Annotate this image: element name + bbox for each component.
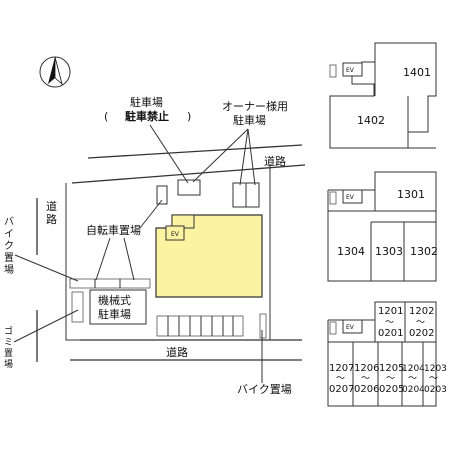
unit-1205-tilde: ～ <box>386 374 395 384</box>
leader-bicycle-1 <box>95 237 111 281</box>
unit-1202-bot: 0202 <box>409 328 434 339</box>
floor-13-plan <box>327 171 437 282</box>
unit-1203-top: 1203 <box>424 364 447 374</box>
unit-1204-tilde: ～ <box>408 374 417 384</box>
parking-prohibited-label: 駐車禁止 <box>125 109 169 123</box>
owner-parking-line1: オーナー様用 <box>222 99 288 113</box>
unit-1205-top: 1205 <box>379 363 404 374</box>
unit-1202-tilde: ～ <box>416 318 425 328</box>
site-boundary <box>65 165 271 341</box>
svg-text:場: 場 <box>4 263 14 276</box>
parking-space-prohibited <box>177 179 201 196</box>
svg-text:ミ: ミ <box>4 338 13 348</box>
leader-bicycle-2 <box>123 237 135 281</box>
unit-1207-tilde: ～ <box>336 374 345 384</box>
svg-text:置: 置 <box>4 252 14 264</box>
parking-title: 駐車場 <box>130 95 163 109</box>
bike-left-label: バ イ ク 置 場 <box>4 216 14 276</box>
bike-bottom-label: バイク置場 <box>237 383 292 396</box>
mechanical-parking-line2: 駐車場 <box>98 307 131 321</box>
unit-1201-tilde: ～ <box>385 318 394 328</box>
mechanical-parking <box>89 289 147 325</box>
unit-1203-tilde: ～ <box>429 374 438 384</box>
leader-bike-left <box>14 254 79 282</box>
floor14-ev: EV <box>346 67 355 74</box>
leader-owner-1 <box>192 128 249 183</box>
unit-1204-bot: 0204 <box>402 385 425 395</box>
bike-parking-bottom-area <box>259 313 267 339</box>
road-left-char2: 路 <box>46 213 57 226</box>
floor13-ev: EV <box>346 194 355 201</box>
unit-1203-bot: 0203 <box>424 385 447 395</box>
road-top-label: 道路 <box>264 154 286 168</box>
bicycle-parking-strip <box>69 278 151 289</box>
unit-1402: 1402 <box>357 114 385 127</box>
paren-close: ) <box>187 110 191 123</box>
leader-owner-3 <box>247 128 256 186</box>
unit-1301: 1301 <box>397 188 425 201</box>
svg-text:置: 置 <box>4 348 13 359</box>
owner-parking-line2: 駐車場 <box>233 113 266 127</box>
floor2-ev: EV <box>346 324 355 331</box>
unit-1401: 1401 <box>403 66 431 79</box>
trash-area <box>71 291 84 323</box>
bottom-parking-row <box>156 315 244 337</box>
unit-1206-top: 1206 <box>354 363 379 374</box>
svg-text:イ: イ <box>4 229 14 240</box>
unit-1202-top: 1202 <box>409 306 434 317</box>
trash-label: ゴ ミ 置 場 <box>4 325 13 370</box>
unit-1206-tilde: ～ <box>361 374 370 384</box>
road-left-char1: 道 <box>46 199 57 213</box>
leader-bicycle-3 <box>139 199 163 229</box>
floor-14-plan <box>329 42 437 149</box>
svg-text:場: 場 <box>4 358 13 370</box>
svg-text:ク: ク <box>4 240 14 252</box>
svg-text:バ: バ <box>4 216 14 228</box>
svg-text:ゴ: ゴ <box>4 325 13 337</box>
unit-1201-bot: 0201 <box>378 328 403 339</box>
unit-1303: 1303 <box>375 245 403 258</box>
unit-1205-bot: 0205 <box>379 384 404 395</box>
unit-1207-bot: 0207 <box>329 384 354 395</box>
unit-1207-top: 1207 <box>329 363 354 374</box>
leader-parking <box>149 124 189 184</box>
paren-open: ( <box>104 110 108 123</box>
unit-1201-top: 1201 <box>378 306 403 317</box>
elevator-box <box>165 225 185 241</box>
bicycle-parking-label: 自転車置場 <box>86 223 141 237</box>
ev-label: EV <box>171 231 180 238</box>
unit-1304: 1304 <box>337 245 365 258</box>
north-arrow-icon <box>39 56 71 88</box>
leader-owner-2 <box>239 128 249 186</box>
road-bottom-label: 道路 <box>166 345 188 359</box>
unit-1302: 1302 <box>410 245 438 258</box>
leader-trash <box>13 309 79 343</box>
unit-1204-top: 1204 <box>402 364 425 374</box>
parking-space-prohibited-2 <box>156 185 168 205</box>
floor-12-02-plan <box>327 301 437 407</box>
road-top-edge-2 <box>71 164 306 184</box>
mechanical-parking-line1: 機械式 <box>98 293 131 307</box>
unit-1206-bot: 0206 <box>354 384 379 395</box>
road-top-edge <box>87 144 303 159</box>
